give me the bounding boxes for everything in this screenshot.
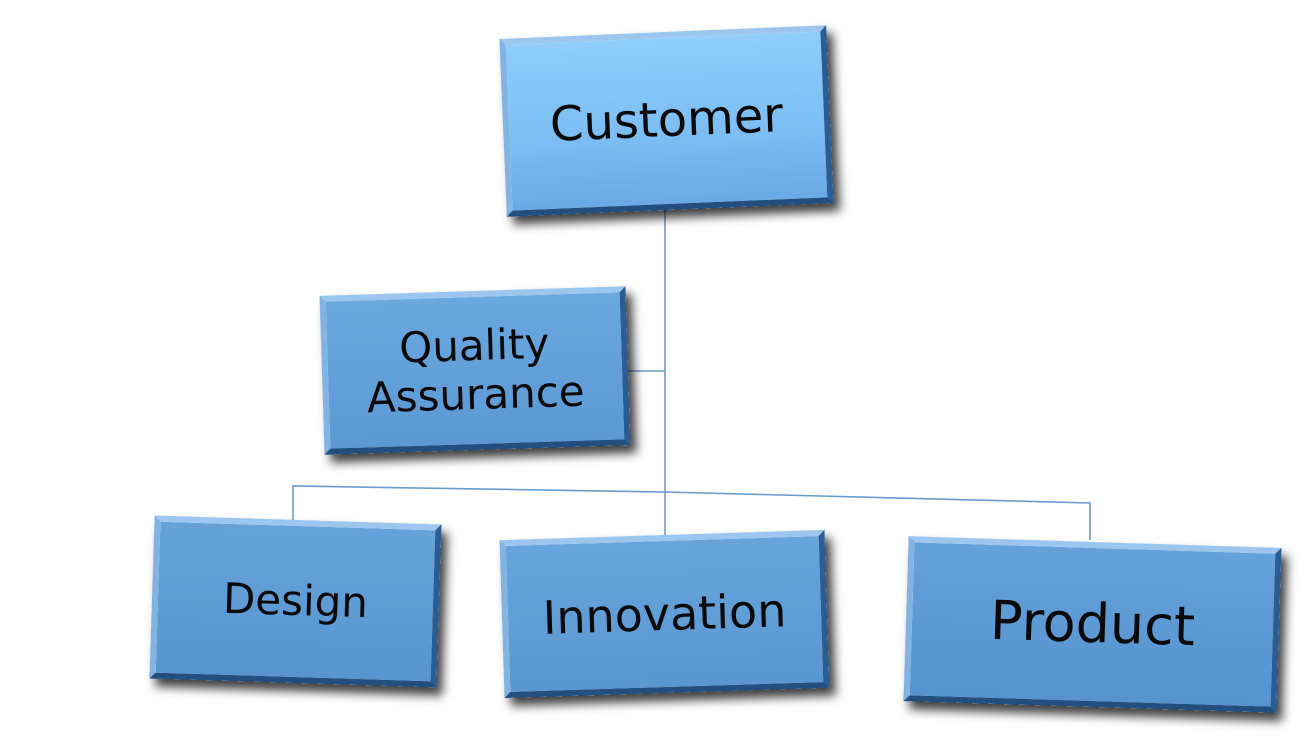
- connector-bus: [292, 485, 1091, 540]
- node-design-label: Design: [222, 574, 369, 628]
- node-product: Product: [903, 536, 1282, 713]
- node-product-label: Product: [989, 589, 1196, 659]
- node-customer-label: Customer: [548, 87, 785, 154]
- node-quality-assurance-label: Quality Assurance: [365, 319, 586, 422]
- node-quality-assurance-line2: Assurance: [366, 366, 586, 422]
- node-customer: Customer: [499, 25, 834, 217]
- node-innovation-label: Innovation: [541, 582, 788, 645]
- node-design: Design: [149, 515, 442, 688]
- node-quality-assurance: Quality Assurance: [319, 286, 631, 455]
- node-innovation: Innovation: [499, 529, 830, 699]
- node-quality-assurance-line1: Quality: [398, 318, 550, 373]
